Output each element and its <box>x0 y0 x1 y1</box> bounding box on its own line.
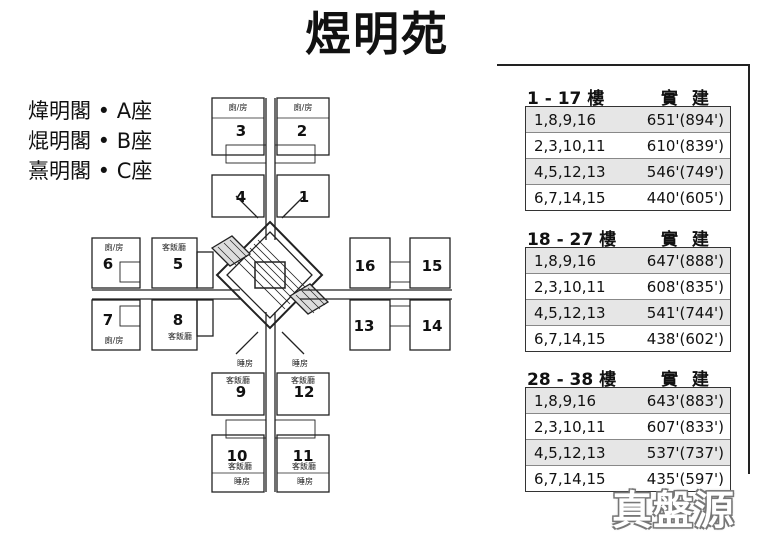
unit-label: 10 <box>227 447 248 465</box>
room-label: 睡房 <box>292 358 308 368</box>
unit-label: 12 <box>294 383 315 401</box>
title-rule-vertical <box>748 64 750 474</box>
block-b-label: 焜明閣 • B座 <box>28 129 153 153</box>
size-header: 實 建 <box>661 89 713 109</box>
room-label: 客飯廳 <box>292 461 316 471</box>
title-rule <box>497 64 749 66</box>
block-a-label: 煒明閣 • A座 <box>28 99 153 123</box>
room-label: 廁/房 <box>105 335 124 345</box>
unit-label: 11 <box>293 447 314 465</box>
size-header: 實 建 <box>661 230 713 250</box>
room-label: 客飯廳 <box>162 242 186 252</box>
unit-label: 13 <box>354 317 375 335</box>
unit-label: 5 <box>173 255 183 273</box>
room-label: 客飯廳 <box>226 375 250 385</box>
unit-label: 4 <box>236 188 246 206</box>
unit-label: 16 <box>355 257 376 275</box>
room-label: 客飯廳 <box>168 331 192 341</box>
unit-label: 8 <box>173 311 183 329</box>
unit-label: 1 <box>299 188 309 206</box>
room-label: 廁/房 <box>294 102 313 112</box>
watermark-logo: 真盤源 <box>612 488 735 534</box>
unit-label: 3 <box>236 122 246 140</box>
floor-range: 18 - 27 樓 <box>527 230 617 250</box>
room-label: 廁/房 <box>105 242 124 252</box>
floor-range: 28 - 38 樓 <box>527 370 617 390</box>
room-label: 客飯廳 <box>228 461 252 471</box>
unit-label: 2 <box>297 122 307 140</box>
size-header: 實 建 <box>661 370 713 390</box>
unit-label: 6 <box>103 255 113 273</box>
room-label: 睡房 <box>234 476 250 486</box>
room-label: 睡房 <box>237 358 253 368</box>
unit-label: 14 <box>422 317 443 335</box>
unit-label: 15 <box>422 257 443 275</box>
page-title: 煜明苑 <box>305 7 449 61</box>
room-label: 睡房 <box>297 476 313 486</box>
unit-label: 7 <box>103 311 113 329</box>
room-label: 廁/房 <box>229 102 248 112</box>
room-label: 客飯廳 <box>291 375 315 385</box>
floor-range: 1 - 17 樓 <box>527 89 605 109</box>
unit-label: 9 <box>236 383 246 401</box>
block-c-label: 熹明閣 • C座 <box>28 159 153 183</box>
block-legend: 煒明閣 • A座 焜明閣 • B座 熹明閣 • C座 <box>28 96 152 186</box>
